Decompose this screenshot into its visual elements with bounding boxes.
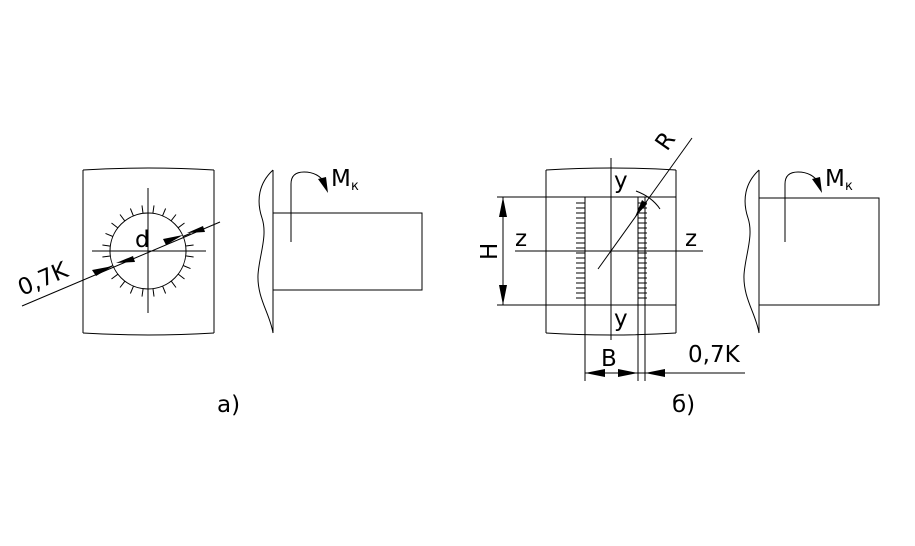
- leg-arrow-b: [116, 256, 135, 263]
- moment-arrow-b: [812, 177, 822, 193]
- weld-tick: [177, 273, 185, 280]
- height-arrow-top: [499, 197, 507, 217]
- axis-z-label-right: z: [685, 226, 697, 252]
- moment-curve-a: [290, 171, 326, 242]
- leg-label-b: 0,7K: [688, 342, 741, 368]
- bar-b: [758, 197, 880, 306]
- leg-arrow-c: [163, 235, 183, 245]
- weld-tick: [177, 222, 185, 229]
- moment-label-a: M: [331, 166, 351, 192]
- leg-label-a: 0,7K: [14, 257, 73, 301]
- radius-arrow: [635, 200, 647, 217]
- leg-arrow-a: [92, 266, 113, 276]
- width-arrow-left: [585, 369, 605, 377]
- weld-tick: [129, 208, 134, 217]
- moment-curve-b: [784, 171, 820, 242]
- weld-tick: [182, 232, 191, 237]
- moment-subscript-b: к: [845, 179, 853, 194]
- weld-tick: [111, 222, 119, 229]
- caption-a: а): [217, 392, 240, 418]
- side-view-b: M к: [743, 166, 880, 334]
- weld-tick: [105, 232, 114, 237]
- leg-arrow-b: [645, 369, 665, 377]
- axis-y-label-top: y: [614, 168, 628, 194]
- width-label: B: [601, 346, 617, 372]
- figure-a: d 0,7K M к а): [14, 166, 423, 418]
- leg-arrow-d: [187, 226, 205, 233]
- weld-tick: [182, 265, 191, 270]
- side-view-a: M к: [257, 166, 423, 334]
- figure-b: H B 0,7K y y z z R M к б): [477, 127, 880, 418]
- weld-tick: [141, 205, 144, 214]
- weld-tick: [102, 244, 111, 247]
- diameter-label: d: [135, 227, 150, 253]
- axis-z-label-left: z: [515, 226, 527, 252]
- weld-ticks-circle: [102, 205, 194, 297]
- weld-tick: [111, 273, 119, 280]
- weld-tick: [119, 214, 126, 222]
- plate-a: [82, 167, 215, 336]
- weld-tick: [152, 205, 155, 214]
- weld-tick: [119, 280, 126, 288]
- weld-tick: [102, 255, 111, 258]
- weld-tick: [129, 285, 134, 294]
- weld-tick: [162, 208, 167, 217]
- radius-arc: [635, 190, 661, 210]
- weld-tick: [170, 214, 177, 222]
- weld-tick: [162, 285, 167, 294]
- weld-tick: [170, 280, 177, 288]
- weld-tick: [185, 244, 194, 247]
- weld-tick: [152, 288, 155, 297]
- width-arrow-right: [618, 369, 638, 377]
- moment-label-b: M: [825, 166, 845, 192]
- diameter-dimension-line: [21, 221, 221, 307]
- height-arrow-bottom: [499, 285, 507, 305]
- weld-ticks-seams: [576, 202, 647, 299]
- height-label: H: [477, 243, 503, 260]
- moment-arrow-a: [318, 177, 328, 193]
- moment-subscript-a: к: [351, 179, 359, 194]
- weld-tick: [185, 255, 194, 258]
- weld-tick: [141, 288, 144, 297]
- caption-b: б): [672, 392, 695, 418]
- shaft-a: [272, 212, 423, 291]
- axis-y-label-bottom: y: [614, 306, 628, 332]
- radius-label: R: [651, 127, 681, 155]
